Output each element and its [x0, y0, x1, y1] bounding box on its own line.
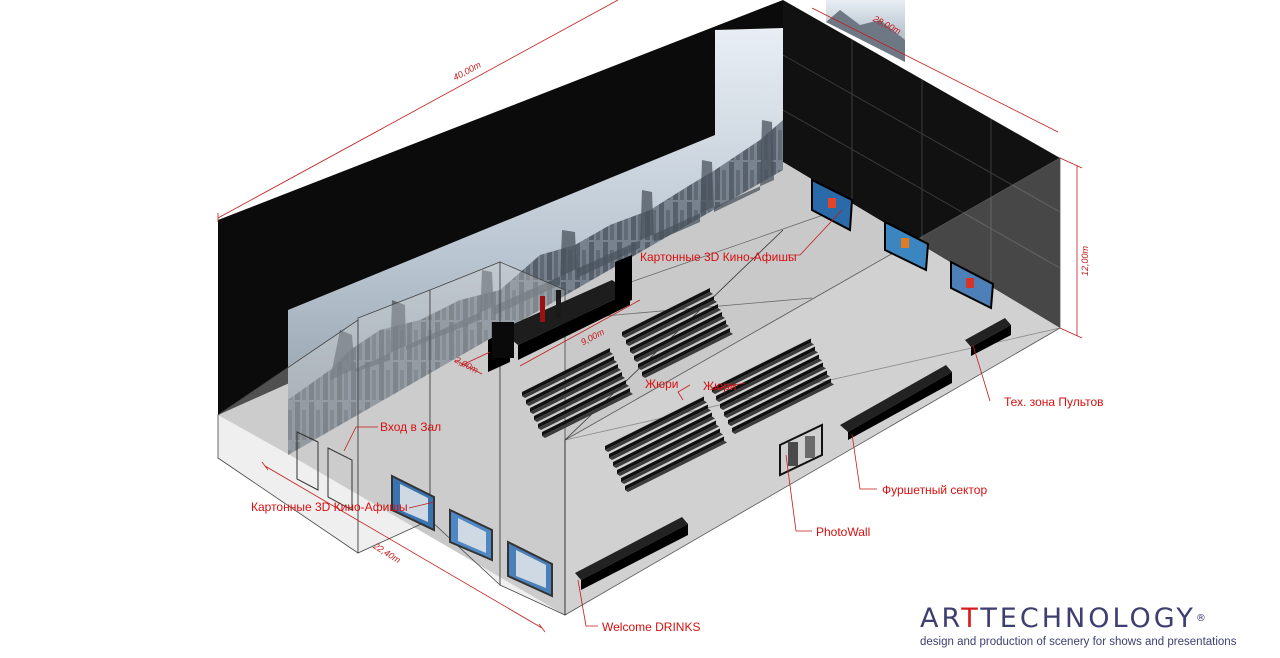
chair-row-seat — [526, 360, 617, 406]
entrance-door — [296, 431, 353, 511]
chair-row — [630, 304, 718, 352]
chair-row-seat — [538, 384, 629, 430]
chair-row-seat — [638, 324, 729, 370]
registered-mark: ® — [1195, 613, 1209, 624]
chair-row-seat — [728, 374, 830, 426]
stage — [488, 255, 632, 372]
chair-row — [526, 356, 614, 404]
brand-name-prefix: AR — [920, 603, 962, 634]
chair-row-seat — [542, 392, 633, 438]
partition-walls — [217, 261, 566, 616]
entrance-label: Вход в Зал — [380, 420, 442, 434]
chair-row — [605, 396, 704, 450]
posters-back — [811, 178, 995, 310]
chair-row — [634, 312, 722, 360]
chair-row — [625, 436, 724, 490]
chair-row-seat — [613, 416, 715, 468]
chair-row — [609, 404, 708, 458]
chair-row — [716, 346, 815, 400]
chair-row — [621, 428, 720, 482]
chair-row — [522, 348, 610, 396]
chair-row-seat — [732, 382, 834, 434]
posters-back-label: Картонные 3D Кино-Афишы — [640, 250, 797, 264]
chair-row-seat — [716, 350, 818, 402]
chair-row — [542, 388, 630, 436]
chair-row-seat — [720, 358, 822, 410]
chair-row — [638, 320, 726, 368]
seating-area — [522, 288, 834, 492]
dimension-lines — [217, 0, 1083, 633]
chair-row-seat — [630, 308, 721, 354]
leader-lines — [343, 209, 991, 627]
chair-row-seat — [522, 352, 613, 398]
brand-name-suffix: TECHNOLOGY — [980, 603, 1196, 634]
buffet-label: Фуршетный сектор — [882, 483, 988, 497]
right-backdrop-city — [826, 10, 905, 62]
chair-row-seat — [642, 332, 733, 378]
counters — [575, 318, 1011, 590]
chair-row-seat — [625, 440, 727, 492]
chair-row-seat — [712, 342, 814, 394]
chair-row — [530, 364, 618, 412]
chair-row — [728, 370, 827, 424]
stage-figure-red — [540, 296, 545, 322]
chair-row-seat — [724, 366, 826, 418]
chair-row-seat — [530, 368, 621, 414]
posters-front — [391, 474, 553, 598]
chair-row — [720, 354, 819, 408]
brand-tagline: design and production of scenery for sho… — [920, 636, 1237, 648]
chair-row — [642, 328, 730, 376]
chair-row — [613, 412, 712, 466]
jury-label-1: Жюри — [645, 377, 679, 391]
tech-zone-label: Тех. зона Пультов — [1004, 395, 1104, 409]
chair-row — [712, 338, 811, 392]
chair-row-seat — [534, 376, 625, 422]
chair-row — [626, 296, 714, 344]
chair-row-seat — [609, 408, 711, 460]
chair-row-seat — [605, 400, 707, 452]
welcome-drinks-label: Welcome DRINKS — [602, 620, 701, 634]
chair-row — [732, 378, 831, 432]
posters-front-label: Картонные 3D Кино-Афишы — [251, 500, 408, 514]
chair-row — [538, 380, 626, 428]
photowall-label: PhotoWall — [816, 525, 871, 539]
stage-figure-dark — [556, 290, 561, 318]
brand-name-accent: T — [961, 603, 981, 634]
chair-row — [622, 288, 710, 336]
chair-row — [724, 362, 823, 416]
dim-height-label: 12,00m — [1080, 245, 1091, 277]
chair-row-seat — [626, 300, 717, 346]
photowall — [779, 423, 823, 477]
chair-row — [534, 372, 622, 420]
chair-row-seat — [634, 316, 725, 362]
brand-logo: ARTTECHNOLOGY® design and production of … — [920, 604, 1280, 649]
brand-name: ARTTECHNOLOGY® — [920, 604, 1280, 634]
jury-label-2: Жюри — [703, 379, 737, 393]
chair-row-seat — [621, 432, 723, 484]
back-right-wall-grid — [782, 40, 1061, 286]
chair-row — [617, 420, 716, 474]
chair-row-seat — [622, 292, 713, 338]
chair-row-seat — [617, 424, 719, 476]
